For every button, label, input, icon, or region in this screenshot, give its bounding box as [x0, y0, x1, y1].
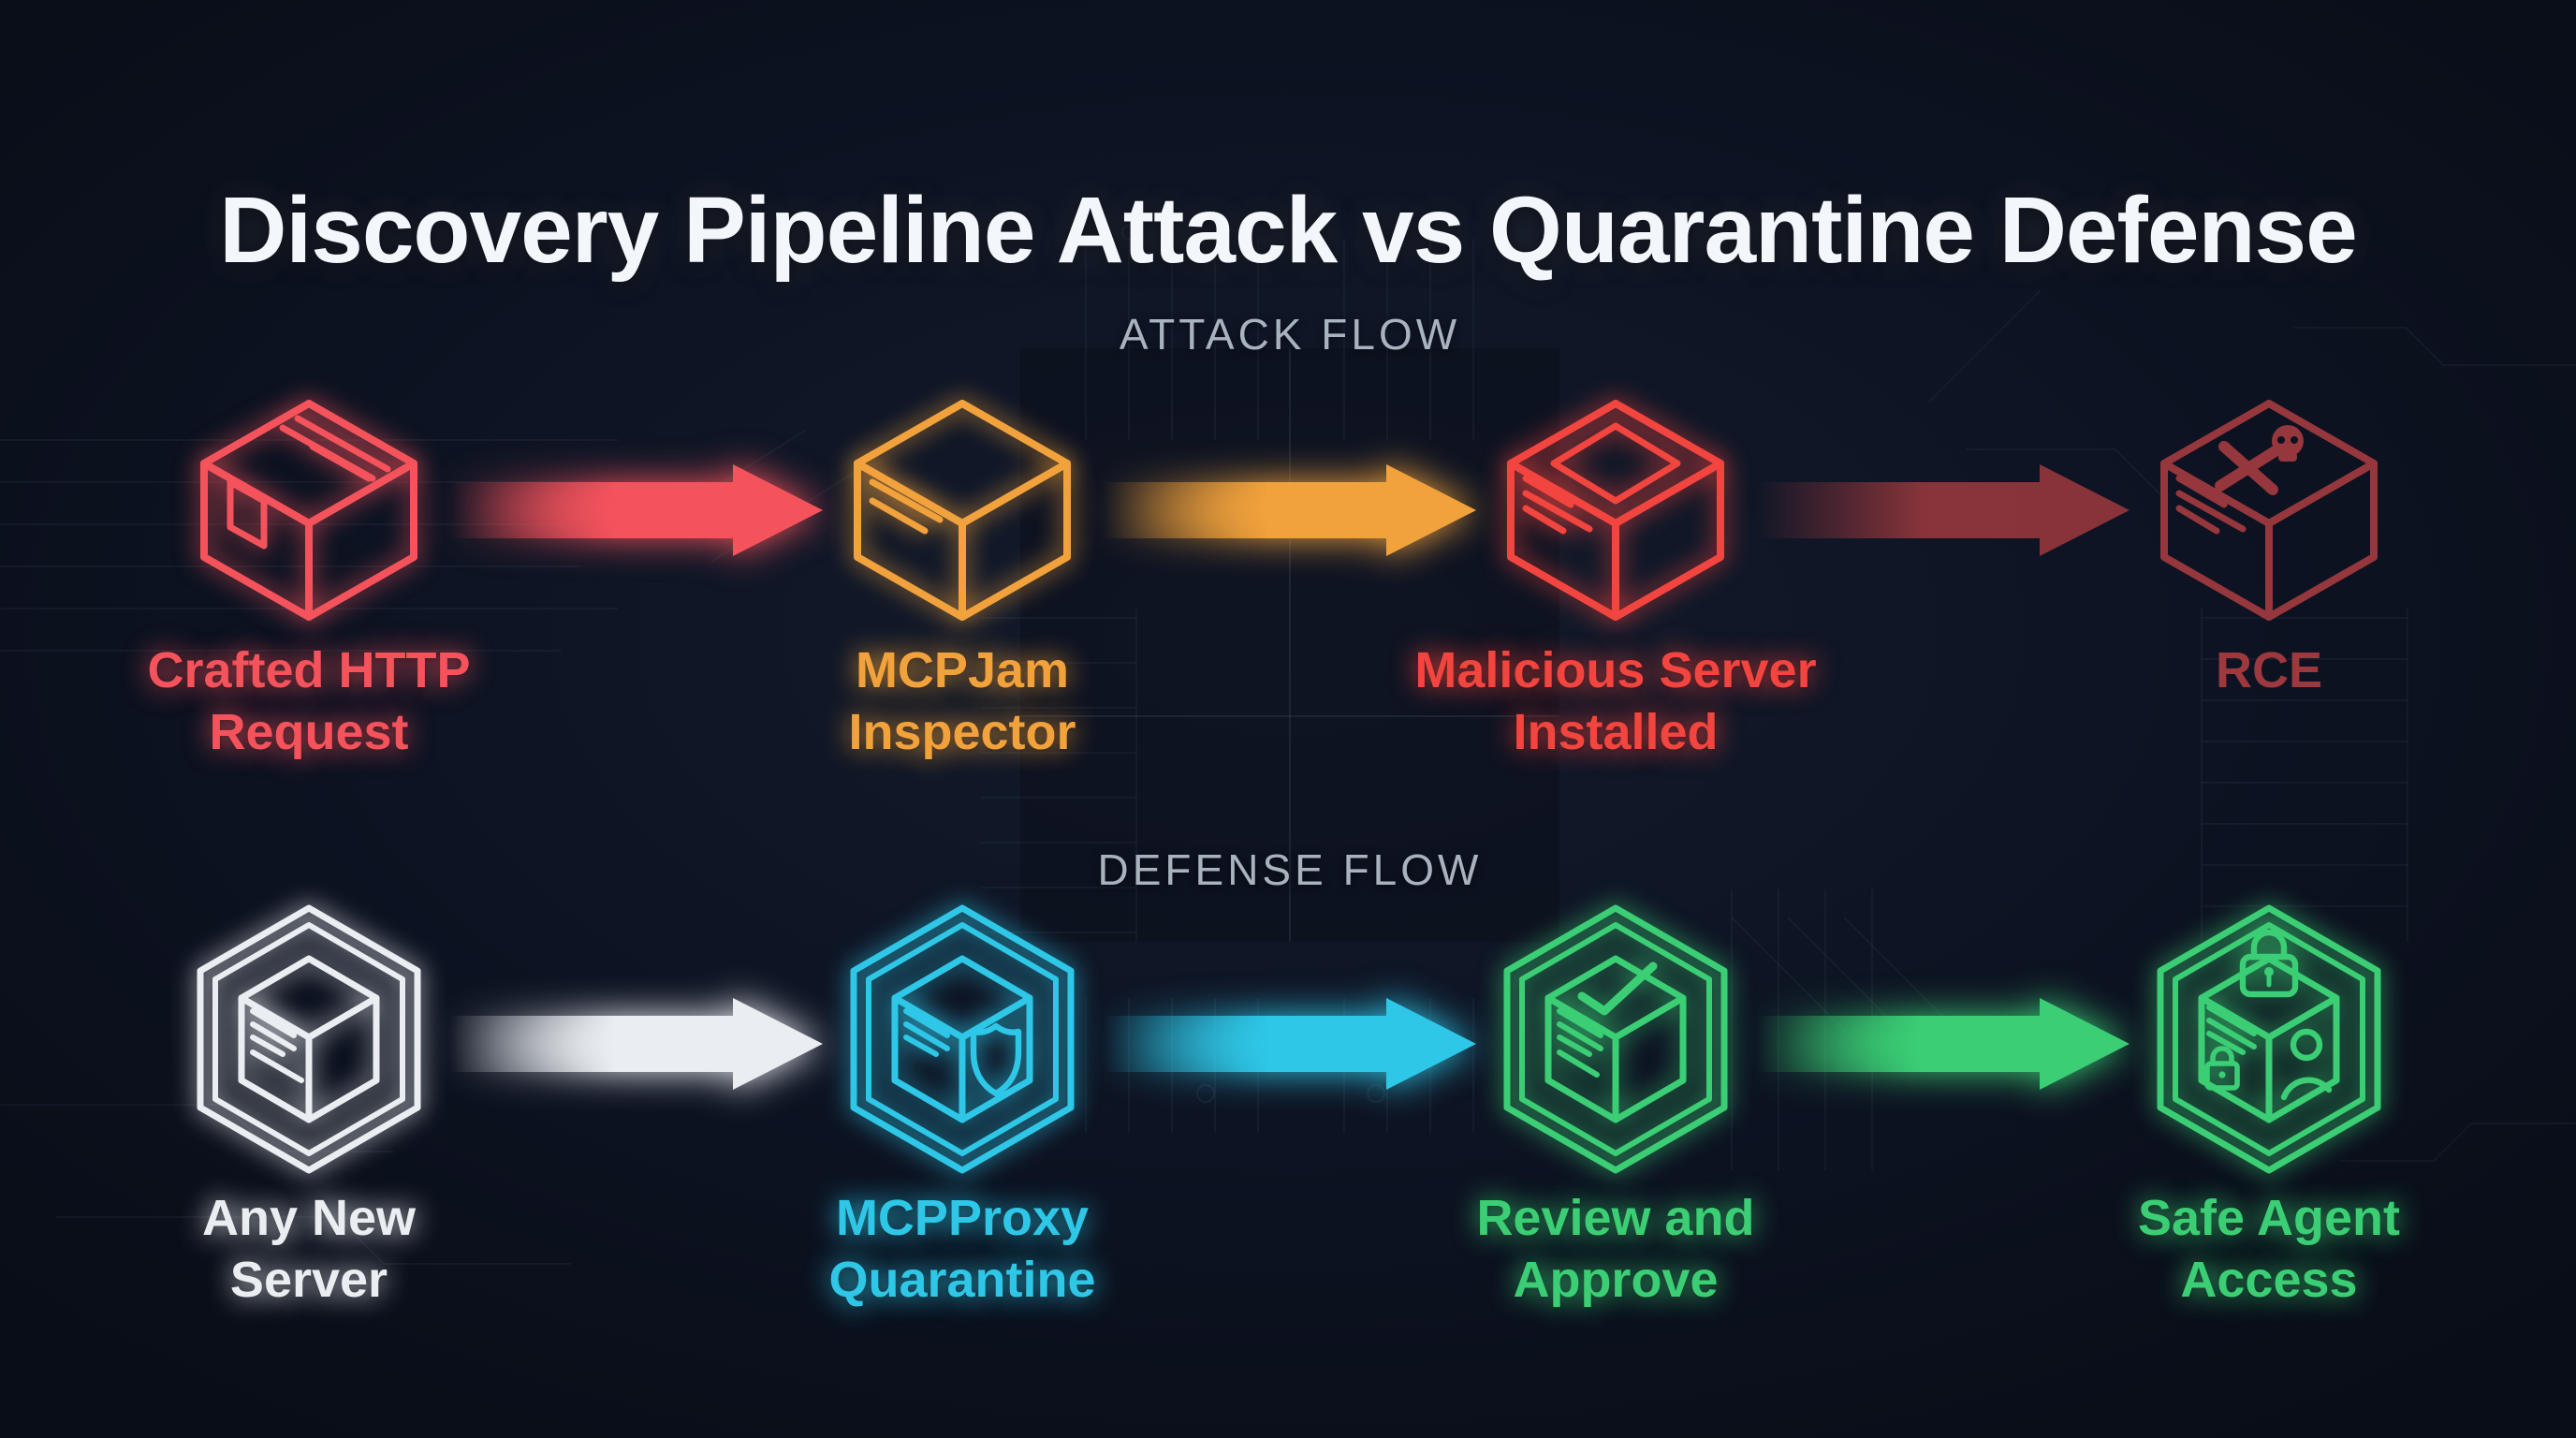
lidded-box-icon: [1391, 389, 1840, 632]
defense-arrow-2: [1103, 997, 1477, 1091]
arrow-tail: [1103, 1016, 1389, 1072]
node-any-new-server: Any New Server: [84, 899, 534, 1311]
cube-box-icon: [738, 389, 1187, 632]
page-title: Discovery Pipeline Attack vs Quarantine …: [219, 178, 2358, 283]
defense-arrow-1: [449, 997, 824, 1091]
node-label: RCE: [2215, 642, 2322, 698]
attack-flow-label: ATTACK FLOW: [1119, 310, 1461, 359]
node-safe-agent-access: Safe Agent Access: [2044, 899, 2494, 1311]
attack-arrow-2: [1103, 463, 1477, 557]
arrow-tail: [449, 482, 736, 538]
node-label: Malicious Server Installed: [1414, 642, 1817, 760]
node-label: MCPJam Inspector: [848, 642, 1076, 760]
attack-arrow-1: [449, 463, 824, 557]
arrow-tail: [449, 1016, 736, 1072]
arrow-head: [1386, 464, 1476, 556]
arrow-head: [2040, 998, 2130, 1090]
arrow-tail: [1103, 482, 1389, 538]
arrow-head: [1386, 998, 1476, 1090]
node-mcpjam-inspector: MCPJam Inspector: [738, 389, 1187, 763]
arrow-head: [733, 998, 823, 1090]
node-label: Crafted HTTP Request: [147, 642, 471, 760]
hexagon-cube-icon: [84, 899, 534, 1180]
hexagon-check-cube-icon: [1391, 899, 1840, 1180]
defense-arrow-3: [1756, 997, 2130, 1091]
node-malicious-server-installed: Malicious Server Installed: [1391, 389, 1840, 763]
package-box-icon: [84, 389, 534, 632]
node-label: Any New Server: [201, 1190, 417, 1308]
node-label: Safe Agent Access: [2137, 1190, 2401, 1308]
arrow-tail: [1756, 1016, 2042, 1072]
arrow-head: [733, 464, 823, 556]
node-rce: RCE: [2044, 389, 2494, 701]
attack-arrow-3: [1756, 463, 2130, 557]
node-mcpproxy-quarantine: MCPProxy Quarantine: [738, 899, 1187, 1311]
hexagon-lock-user-cube-icon: [2044, 899, 2494, 1180]
node-crafted-http-request: Crafted HTTP Request: [84, 389, 534, 763]
arrow-head: [2040, 464, 2130, 556]
arrow-tail: [1756, 482, 2042, 538]
node-label: Review and Approve: [1476, 1190, 1755, 1308]
skull-crossbones-box-icon: [2044, 389, 2494, 632]
node-label: MCPProxy Quarantine: [828, 1190, 1096, 1308]
hexagon-shield-cube-icon: [738, 899, 1187, 1180]
node-review-and-approve: Review and Approve: [1391, 899, 1840, 1311]
defense-flow-label: DEFENSE FLOW: [1097, 845, 1483, 894]
